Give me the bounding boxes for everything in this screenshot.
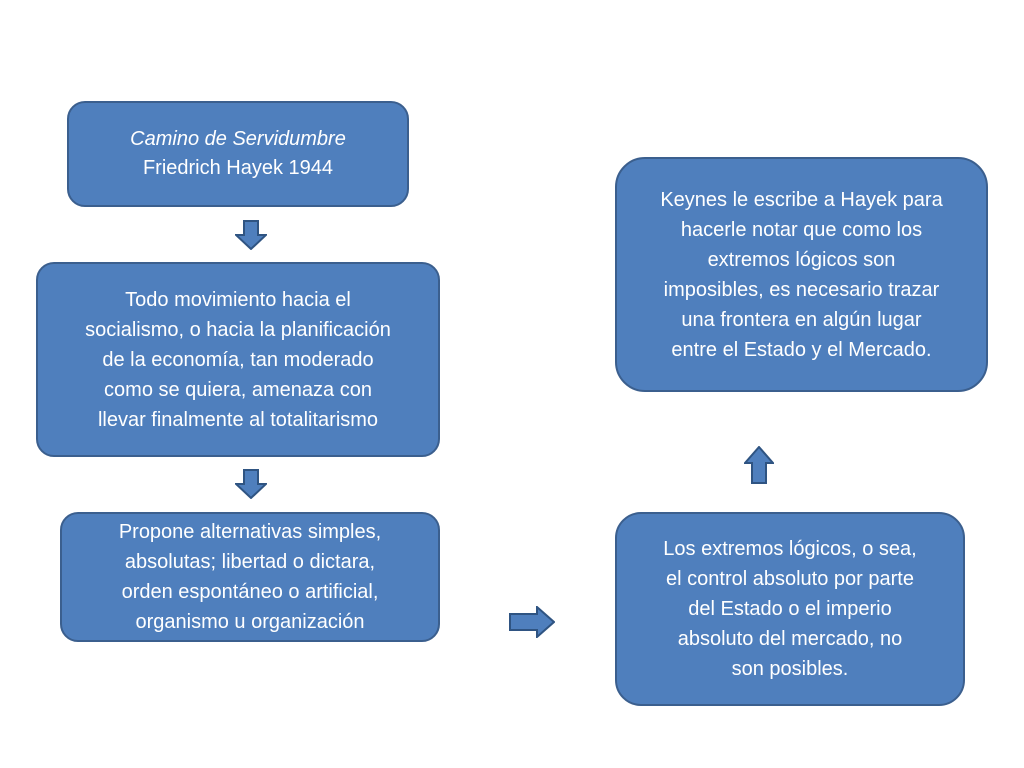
- keynes-line: entre el Estado y el Mercado.: [671, 338, 932, 361]
- keynes-line: extremos lógicos son: [707, 248, 896, 271]
- keynes-line: hacerle notar que como los: [680, 218, 923, 241]
- thesis-line: como se quiera, amenaza con: [104, 378, 372, 401]
- extremes-line: son posibles.: [731, 658, 849, 680]
- title-box: Camino de Servidumbre Friedrich Hayek 19…: [67, 101, 409, 207]
- extremes-line: del Estado o el imperio: [688, 598, 892, 620]
- arrow-right-icon: [509, 606, 555, 638]
- thesis-line: de la economía, tan moderado: [102, 348, 374, 371]
- alternatives-line: orden espontáneo o artificial,: [121, 581, 379, 603]
- thesis-box: Todo movimiento hacia el socialismo, o h…: [36, 262, 440, 457]
- arrow-down-icon: [235, 220, 267, 250]
- keynes-line: Keynes le escribe a Hayek para: [660, 188, 943, 211]
- arrow-down-icon: [235, 469, 267, 499]
- arrow-up-icon: [744, 446, 774, 484]
- thesis-line: Todo movimiento hacia el: [125, 288, 351, 311]
- keynes-line: imposibles, es necesario trazar: [663, 278, 940, 301]
- thesis-line: llevar finalmente al totalitarismo: [97, 408, 379, 431]
- thesis-line: socialismo, o hacia la planificación: [85, 318, 391, 341]
- extremes-line: el control absoluto por parte: [666, 568, 914, 590]
- keynes-box: Keynes le escribe a Hayek para hacerle n…: [615, 157, 988, 392]
- alternatives-box: Propone alternativas simples, absolutas;…: [60, 512, 440, 642]
- alternatives-line: Propone alternativas simples,: [118, 521, 382, 543]
- alternatives-line: absolutas; libertad o dictara,: [124, 551, 376, 573]
- extremes-box: Los extremos lógicos, o sea, el control …: [615, 512, 965, 706]
- extremes-line: Los extremos lógicos, o sea,: [663, 538, 917, 560]
- keynes-line: una frontera en algún lugar: [681, 308, 922, 331]
- alternatives-line: organismo u organización: [135, 611, 365, 633]
- book-title: Camino de Servidumbre: [130, 128, 346, 150]
- extremes-line: absoluto del mercado, no: [677, 628, 903, 650]
- book-author-year: Friedrich Hayek 1944: [142, 157, 334, 179]
